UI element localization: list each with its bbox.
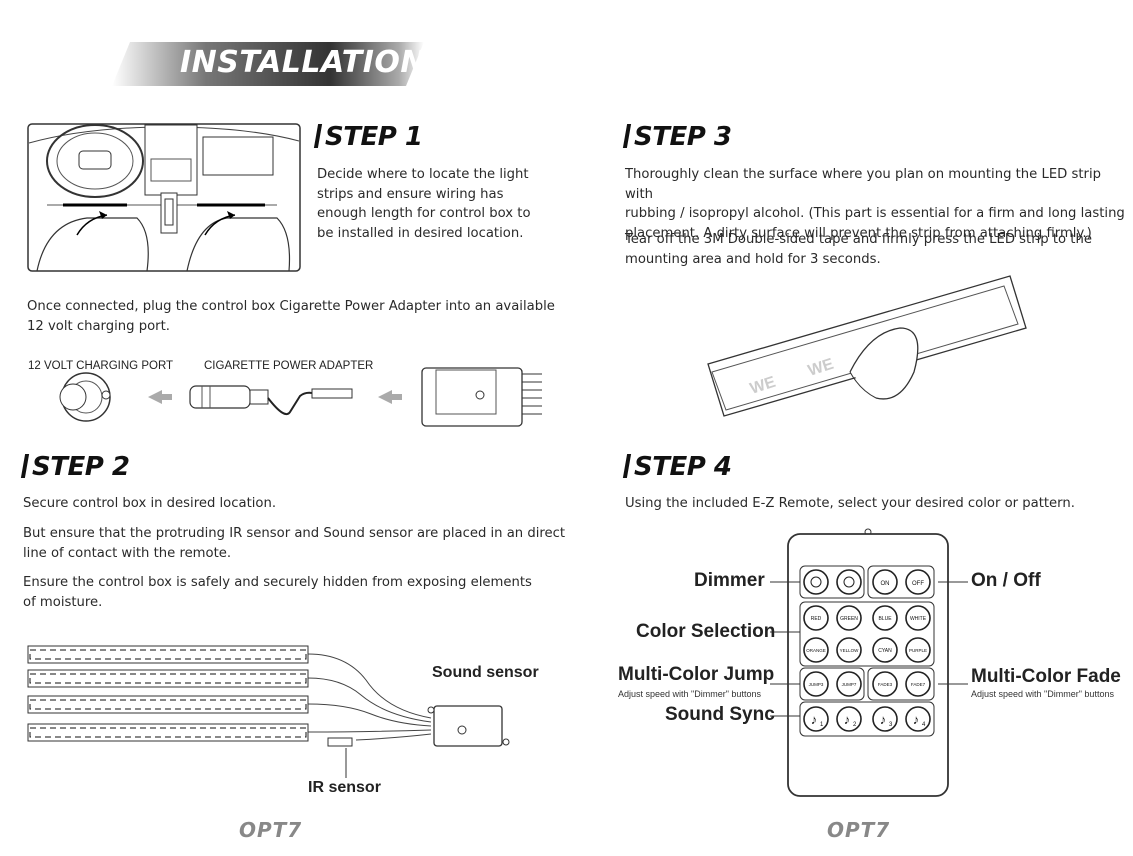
green-button: GREEN bbox=[836, 605, 862, 631]
orange-button-label: ORANGE bbox=[806, 648, 826, 653]
multi-color-jump-callout: Multi-Color Jump bbox=[618, 664, 775, 685]
step3-p2-line: mounting area and hold for 3 seconds. bbox=[625, 251, 881, 267]
on-off-callout: On / Off bbox=[971, 570, 1041, 591]
fade7-button: FADE7 bbox=[905, 671, 931, 697]
step1-text-line: enough length for control box to bbox=[317, 206, 531, 221]
sound-sync-button-4: ♪4 bbox=[905, 706, 931, 732]
multi-color-fade-subtext: Adjust speed with "Dimmer" buttons bbox=[971, 689, 1114, 699]
sound-sync-4-label: 4 bbox=[922, 722, 926, 728]
cyan-button-label: CYAN bbox=[878, 648, 892, 654]
svg-text:♪: ♪ bbox=[811, 712, 818, 727]
yellow-button-label: YELLOW bbox=[840, 648, 860, 653]
svg-text:♪: ♪ bbox=[913, 712, 920, 727]
purple-button-label: PURPLE bbox=[909, 648, 927, 653]
step2-p3-line: Ensure the control box is safely and sec… bbox=[23, 575, 532, 590]
green-button-label: GREEN bbox=[840, 616, 858, 622]
power-text-line: 12 volt charging port. bbox=[27, 318, 170, 334]
sound-sync-button-3: ♪3 bbox=[872, 706, 898, 732]
on-button-label: ON bbox=[881, 581, 890, 587]
step2-heading-text: STEP 2 bbox=[32, 452, 130, 482]
step4-heading: STEP 4 bbox=[622, 452, 732, 482]
jump7-button: JUMP7 bbox=[836, 671, 862, 697]
installation-banner bbox=[112, 42, 424, 86]
color-selection-callout: Color Selection bbox=[636, 621, 776, 642]
blue-button: BLUE bbox=[872, 605, 898, 631]
off-button: OFF bbox=[905, 569, 931, 595]
power-adapter-label: CIGARETTE POWER ADAPTER bbox=[204, 360, 374, 372]
white-button: WHITE bbox=[905, 605, 931, 631]
multi-color-fade-callout: Multi-Color Fade bbox=[971, 666, 1121, 687]
ir-sensor-label: IR sensor bbox=[308, 779, 381, 796]
step1-text-line: be installed in desired location. bbox=[317, 225, 524, 241]
remote-illustration: ON OFF RED GREEN BLUE WHITE ORANGE YELLO… bbox=[787, 528, 949, 797]
led-strip bbox=[27, 723, 309, 742]
step2-p3-line: of moisture. bbox=[23, 594, 103, 610]
blue-button-label: BLUE bbox=[878, 616, 892, 622]
dimmer-callout: Dimmer bbox=[694, 570, 765, 591]
sound-sync-button-1: ♪1 bbox=[803, 706, 829, 732]
step2-p2-line: line of contact with the remote. bbox=[23, 545, 232, 561]
jump3-button: JUMP3 bbox=[803, 671, 829, 697]
step3-p2-line: Tear off the 3M Double-sided tape and fi… bbox=[625, 232, 1092, 247]
step3-heading: STEP 3 bbox=[622, 122, 732, 152]
red-button: RED bbox=[803, 605, 829, 631]
sound-sync-button-2: ♪2 bbox=[836, 706, 862, 732]
white-button-label: WHITE bbox=[910, 616, 927, 622]
ir-sensor-pointer bbox=[345, 748, 347, 778]
step2-heading: STEP 2 bbox=[20, 452, 130, 482]
step1-text-line: Decide where to locate the light bbox=[317, 167, 529, 182]
step3-p1-line: placement. A dirty surface will prevent … bbox=[625, 225, 1092, 241]
page-title: INSTALLATION bbox=[180, 45, 427, 80]
step4-text: Using the included E-Z Remote, select yo… bbox=[625, 496, 1075, 511]
opt7-logo-left: OPT7 bbox=[239, 818, 303, 842]
power-text-line: Once connected, plug the control box Cig… bbox=[27, 299, 555, 314]
yellow-button: YELLOW bbox=[836, 637, 862, 663]
step4-heading-text: STEP 4 bbox=[634, 452, 732, 482]
red-button-label: RED bbox=[811, 616, 822, 622]
sound-sync-1-label: 1 bbox=[820, 722, 824, 728]
cyan-button: CYAN bbox=[872, 637, 898, 663]
step1-heading-text: STEP 1 bbox=[325, 122, 423, 152]
arrow-left-icon bbox=[378, 390, 402, 404]
dimmer-down-button bbox=[803, 569, 829, 595]
svg-text:♪: ♪ bbox=[844, 712, 851, 727]
step3-p1-line: Thoroughly clean the surface where you p… bbox=[625, 167, 1101, 202]
off-button-label: OFF bbox=[912, 581, 924, 587]
sound-sync-2-label: 2 bbox=[853, 722, 857, 728]
orange-button: ORANGE bbox=[803, 637, 829, 663]
fade3-button: FADE3 bbox=[872, 671, 898, 697]
dimmer-up-button bbox=[836, 569, 862, 595]
led-strip-kit-illustration bbox=[27, 645, 510, 747]
svg-text:♪: ♪ bbox=[880, 712, 887, 727]
arrow-left-icon bbox=[148, 390, 172, 404]
charging-port-label: 12 VOLT CHARGING PORT bbox=[28, 360, 174, 372]
tape-peel-illustration: WE WE bbox=[707, 275, 1027, 417]
step3-heading-text: STEP 3 bbox=[634, 122, 732, 152]
jump7-button-label: JUMP7 bbox=[842, 682, 857, 687]
opt7-logo-right: OPT7 bbox=[827, 818, 891, 842]
fade7-button-label: FADE7 bbox=[911, 682, 926, 687]
purple-button: PURPLE bbox=[905, 637, 931, 663]
step1-heading: STEP 1 bbox=[313, 122, 423, 152]
callout-lines bbox=[770, 581, 968, 717]
sound-sync-3-label: 3 bbox=[889, 722, 893, 728]
on-button: ON bbox=[872, 569, 898, 595]
led-strip bbox=[27, 645, 309, 664]
led-strip bbox=[27, 669, 309, 688]
step1-text-line: strips and ensure wiring has bbox=[317, 186, 504, 202]
sound-sync-callout: Sound Sync bbox=[665, 704, 775, 725]
multi-color-jump-subtext: Adjust speed with "Dimmer" buttons bbox=[618, 689, 761, 699]
jump3-button-label: JUMP3 bbox=[809, 682, 824, 687]
car-interior-illustration bbox=[27, 123, 301, 272]
step3-p1-line: rubbing / isopropyl alcohol. (This part … bbox=[625, 206, 1125, 221]
fade3-button-label: FADE3 bbox=[878, 682, 893, 687]
power-adapter-illustration bbox=[59, 367, 542, 427]
step2-p1: Secure control box in desired location. bbox=[23, 496, 277, 511]
step2-p2-line: But ensure that the protruding IR sensor… bbox=[23, 526, 566, 541]
led-strip bbox=[27, 695, 309, 714]
sound-sensor-label: Sound sensor bbox=[432, 664, 539, 681]
